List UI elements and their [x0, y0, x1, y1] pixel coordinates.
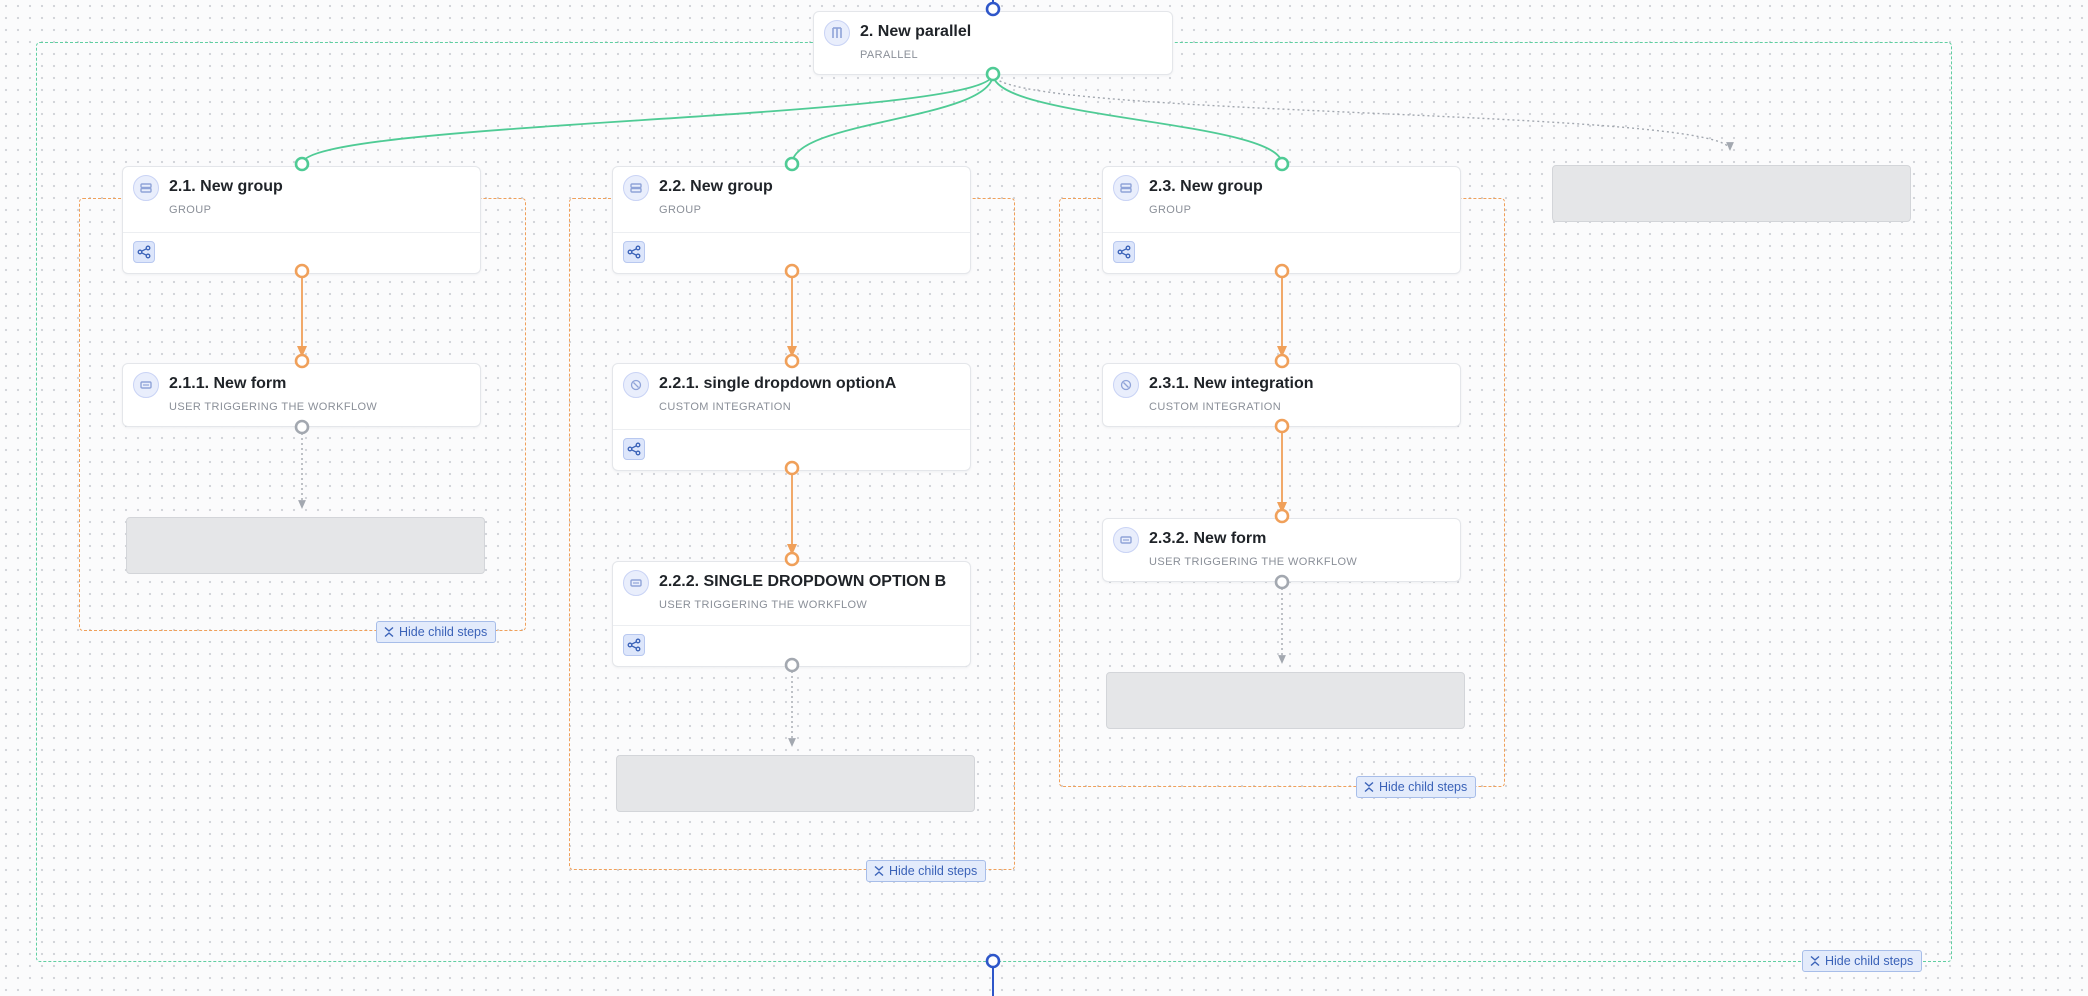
integration-icon [623, 372, 649, 398]
hide-child-steps-label: Hide child steps [399, 625, 488, 639]
step-type: USER TRIGGERING THE WORKFLOW [659, 599, 868, 611]
group-title: 2.3. New group [1149, 178, 1263, 196]
parallel-out-port[interactable] [985, 66, 1001, 82]
parallel-icon [824, 20, 850, 46]
step-2-2-1-in-port[interactable] [784, 353, 800, 369]
collapse-icon [874, 865, 884, 877]
step-name: single dropdown optionA [703, 375, 897, 392]
step-number: 2.3.2. [1149, 530, 1190, 547]
step-number: 2.3. [1149, 178, 1176, 195]
group-title: 2.2. New group [659, 178, 773, 196]
step-2-2-2-out-port[interactable] [784, 657, 800, 673]
root-top-port[interactable] [985, 1, 1001, 17]
step-card-2-1-1[interactable]: 2.1.1. New form USER TRIGGERING THE WORK… [122, 363, 481, 427]
hide-child-steps-button-parallel[interactable]: Hide child steps [1802, 950, 1923, 972]
add-step-placeholder-2-3[interactable] [1106, 672, 1465, 729]
step-2-2-1-out-port[interactable] [784, 460, 800, 476]
share-icon[interactable] [623, 438, 645, 460]
form-icon [623, 570, 649, 596]
branch-edge-2-1 [301, 73, 994, 165]
group-card-2-3[interactable]: 2.3. New group GROUP [1102, 166, 1461, 274]
share-icon[interactable] [133, 241, 155, 263]
step-name: New group [200, 178, 283, 195]
step-name: SINGLE DROPDOWN OPTION B [703, 573, 947, 590]
parallel-type: PARALLEL [860, 49, 919, 61]
group-type: GROUP [659, 204, 702, 216]
add-branch-placeholder[interactable] [1552, 165, 1911, 222]
group-icon [623, 175, 649, 201]
hide-child-steps-button-2-1[interactable]: Hide child steps [376, 621, 497, 643]
hide-child-steps-button-2-3[interactable]: Hide child steps [1356, 776, 1477, 798]
step-name: New parallel [877, 23, 972, 40]
hide-child-steps-label: Hide child steps [1825, 954, 1914, 968]
group-2-1-in-port[interactable] [294, 156, 310, 172]
step-2-3-2-out-port[interactable] [1274, 574, 1290, 590]
form-icon [1113, 527, 1139, 553]
step-type: CUSTOM INTEGRATION [1149, 401, 1282, 413]
branch-edge-new [992, 73, 1734, 151]
step-card-2-3-2[interactable]: 2.3.2. New form USER TRIGGERING THE WORK… [1102, 518, 1461, 582]
step-number: 2.2.2. [659, 573, 700, 590]
step-title: 2.2.1. single dropdown optionA [659, 375, 896, 393]
step-2-3-2-in-port[interactable] [1274, 508, 1290, 524]
group-card-2-1[interactable]: 2.1. New group GROUP [122, 166, 481, 274]
step-name: New group [690, 178, 773, 195]
step-title: 2.1.1. New form [169, 375, 286, 393]
group-2-2-out-port[interactable] [784, 263, 800, 279]
step-2-2-2-in-port[interactable] [784, 551, 800, 567]
step-number: 2.3.1. [1149, 375, 1190, 392]
step-2-1-1-in-port[interactable] [294, 353, 310, 369]
collapse-icon [384, 626, 394, 638]
parallel-title: 2. New parallel [860, 23, 971, 41]
step-title: 2.3.2. New form [1149, 530, 1266, 548]
group-2-3-out-port[interactable] [1274, 263, 1290, 279]
group-icon [1113, 175, 1139, 201]
step-name: New form [1193, 530, 1267, 547]
group-type: GROUP [169, 204, 212, 216]
hide-child-steps-label: Hide child steps [889, 864, 978, 878]
root-bottom-port[interactable] [985, 953, 1001, 969]
branch-edge-2-3 [992, 73, 1283, 165]
share-icon[interactable] [1113, 241, 1135, 263]
share-icon[interactable] [623, 241, 645, 263]
step-type: CUSTOM INTEGRATION [659, 401, 792, 413]
step-type: USER TRIGGERING THE WORKFLOW [1149, 556, 1358, 568]
group-2-2-in-port[interactable] [784, 156, 800, 172]
group-icon [133, 175, 159, 201]
step-number: 2.1.1. [169, 375, 210, 392]
group-2-1-out-port[interactable] [294, 263, 310, 279]
step-2-3-1-out-port[interactable] [1274, 418, 1290, 434]
step-number: 2. [860, 23, 874, 40]
step-title: 2.2.2. SINGLE DROPDOWN OPTION B [659, 573, 946, 591]
parallel-card[interactable]: 2. New parallel PARALLEL [813, 11, 1173, 75]
branch-edge-2-2 [791, 73, 994, 165]
collapse-icon [1810, 955, 1820, 967]
group-2-3-in-port[interactable] [1274, 156, 1290, 172]
share-icon[interactable] [623, 634, 645, 656]
group-title: 2.1. New group [169, 178, 283, 196]
step-number: 2.2. [659, 178, 686, 195]
step-name: New group [1180, 178, 1263, 195]
integration-icon [1113, 372, 1139, 398]
step-type: USER TRIGGERING THE WORKFLOW [169, 401, 378, 413]
collapse-icon [1364, 781, 1374, 793]
step-2-1-1-out-port[interactable] [294, 419, 310, 435]
step-card-2-2-1[interactable]: 2.2.1. single dropdown optionA CUSTOM IN… [612, 363, 971, 471]
add-step-placeholder-2-1[interactable] [126, 517, 485, 574]
step-number: 2.1. [169, 178, 196, 195]
add-step-placeholder-2-2[interactable] [616, 755, 975, 812]
hide-child-steps-button-2-2[interactable]: Hide child steps [866, 860, 987, 882]
group-type: GROUP [1149, 204, 1192, 216]
form-icon [133, 372, 159, 398]
step-name: New form [213, 375, 287, 392]
step-name: New integration [1193, 375, 1314, 392]
step-card-2-2-2[interactable]: 2.2.2. SINGLE DROPDOWN OPTION B USER TRI… [612, 561, 971, 667]
step-title: 2.3.1. New integration [1149, 375, 1314, 393]
step-2-3-1-in-port[interactable] [1274, 353, 1290, 369]
step-number: 2.2.1. [659, 375, 700, 392]
hide-child-steps-label: Hide child steps [1379, 780, 1468, 794]
